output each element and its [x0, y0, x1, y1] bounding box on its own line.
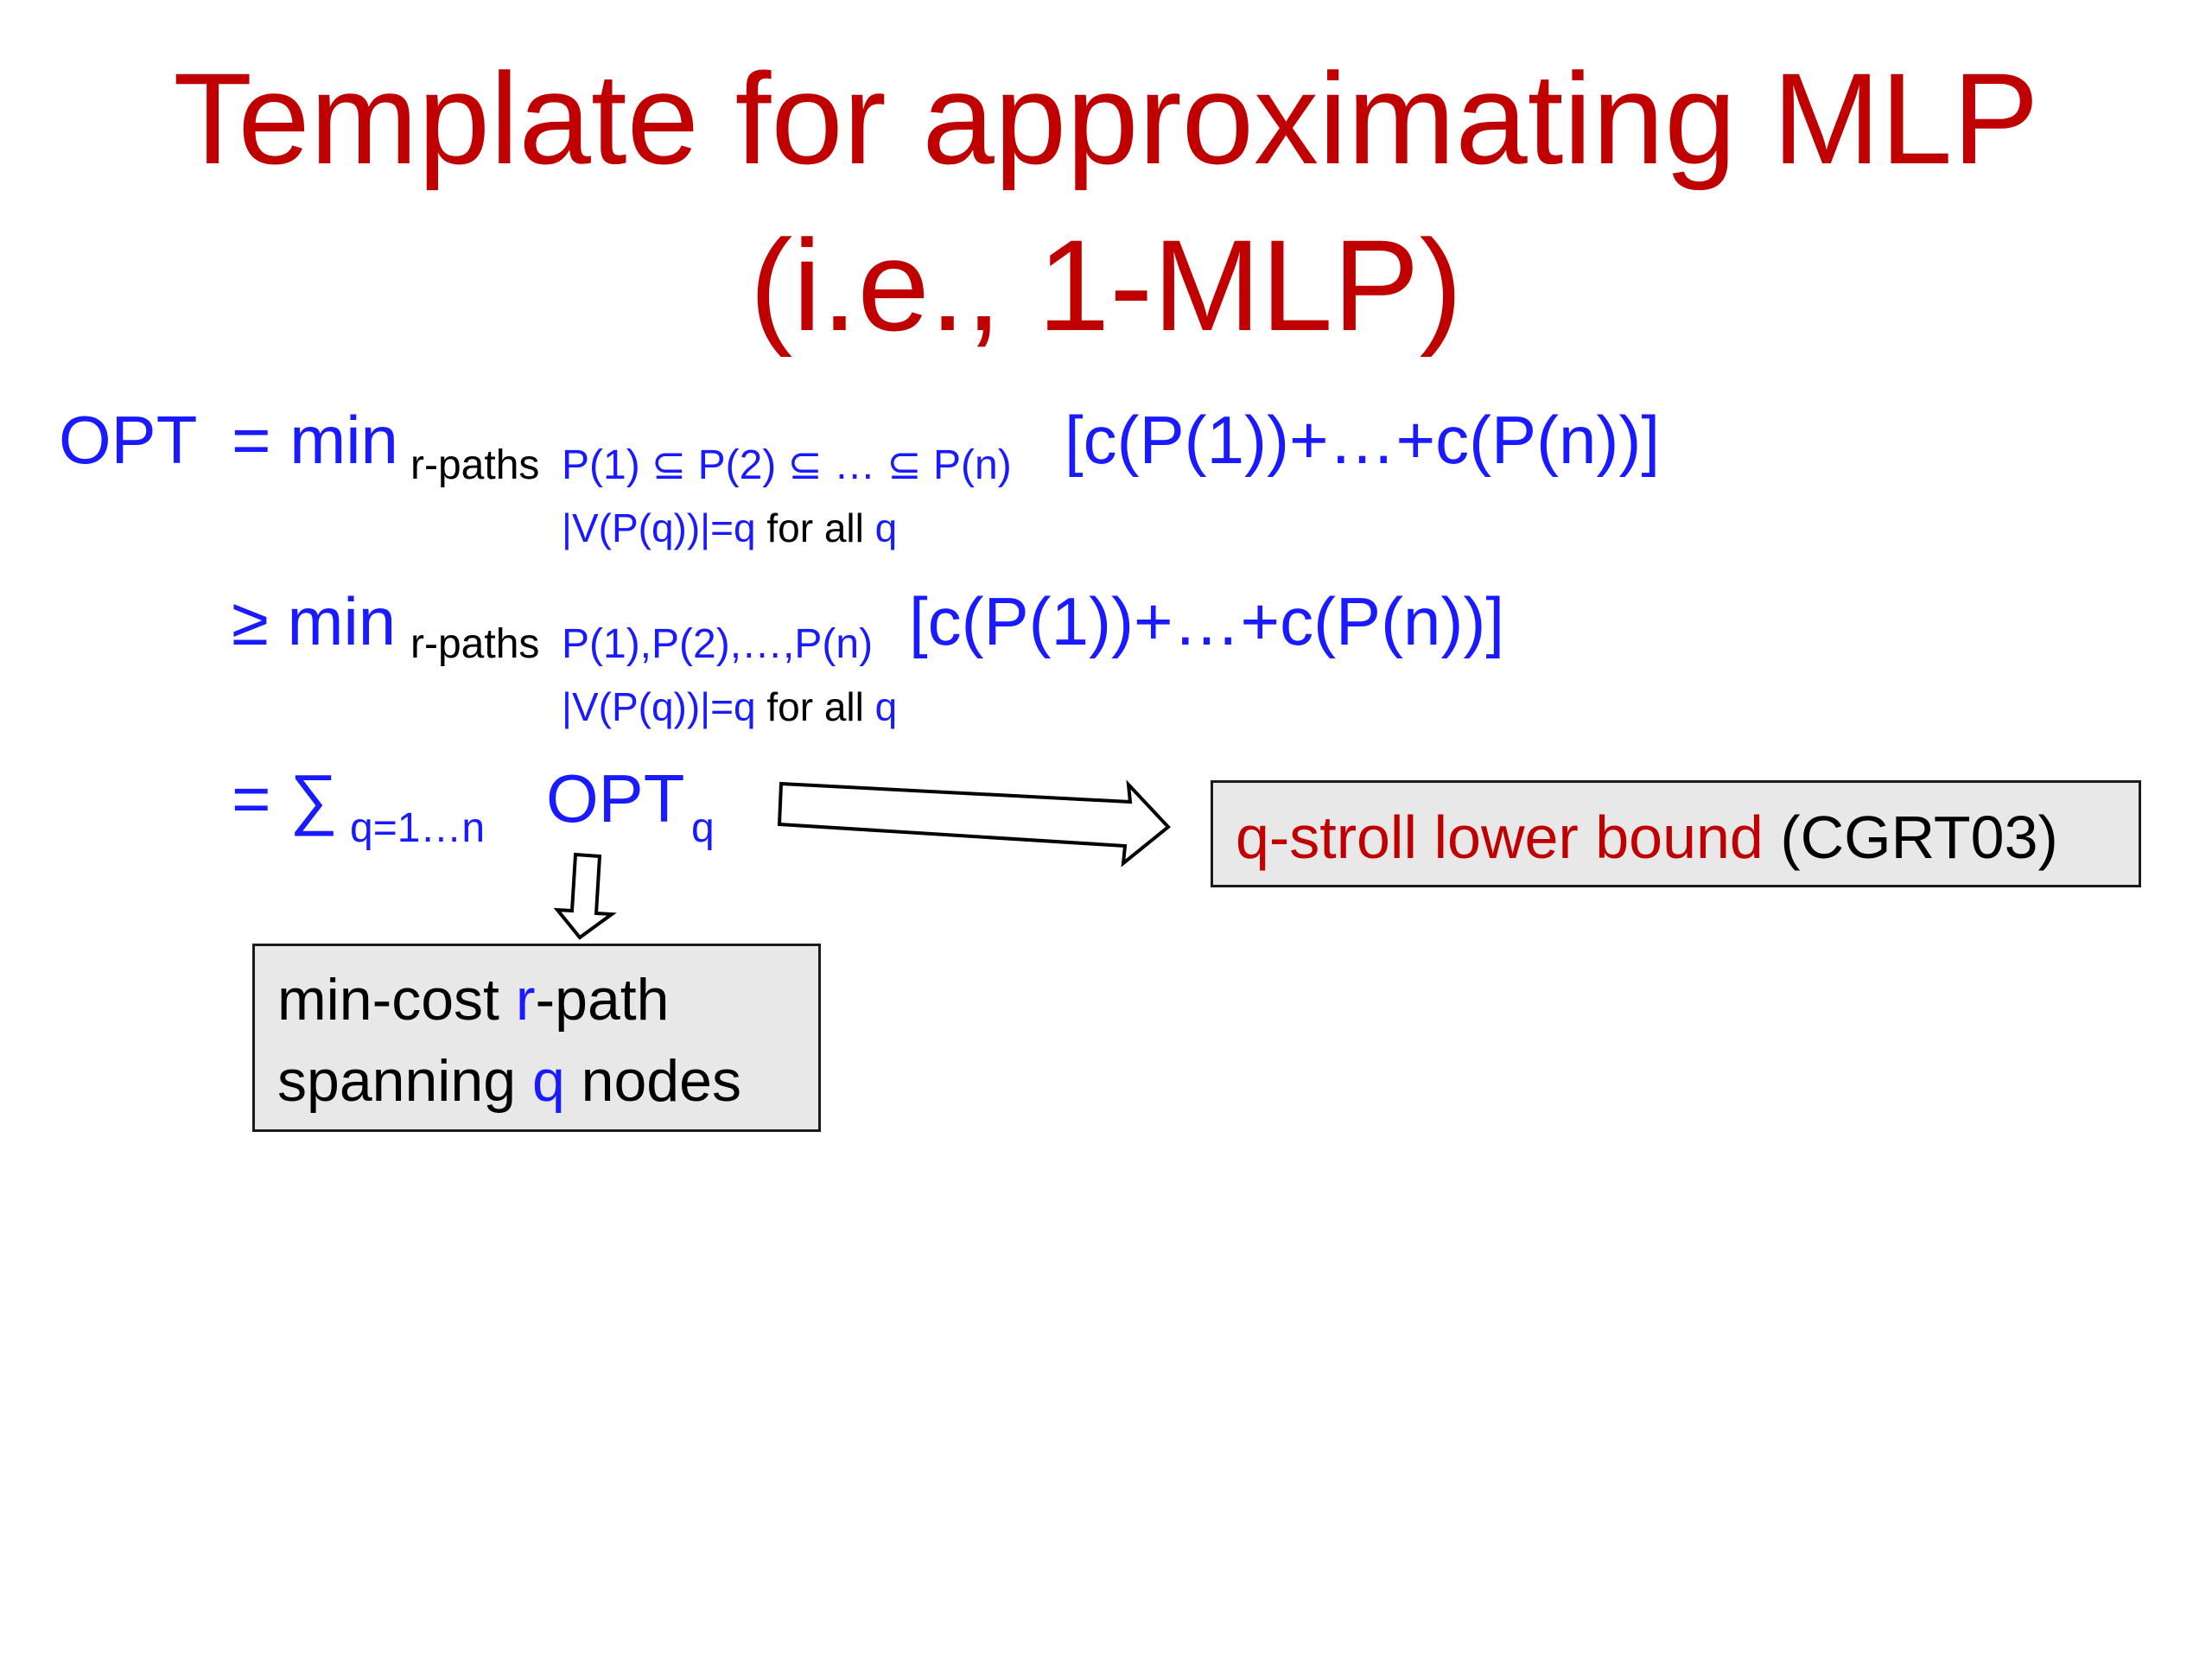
eq2-condition: |V(P(q))|=q for all q	[562, 687, 897, 727]
q-stroll-caption: q-stroll lower bound (CGRT03)	[1236, 807, 2058, 868]
eq2-subscript-rpaths: r-paths	[410, 621, 540, 667]
citation-text: (CGRT03)	[1780, 804, 2058, 871]
eq1-subscript-chain: P(1) ⊆ P(2) ⊆ … ⊆ P(n)	[562, 442, 1012, 488]
eq2-condition-expr: |V(P(q))|=q	[562, 684, 756, 729]
eq2-subscript-seq: P(1),P(2),…,P(n)	[562, 621, 874, 667]
eq3-opt: OPT	[546, 760, 685, 836]
box-line1-r: r	[515, 967, 536, 1033]
eq1-condition-for-all: for all	[766, 505, 864, 550]
eq1-cost-sum: [c(P(1))+…+c(P(n))]	[1065, 402, 1661, 478]
slide-title-line2: (i.e., 1-MLP)	[749, 213, 1463, 358]
eq1-min: = min	[232, 402, 398, 478]
box-line2-post: nodes	[581, 1048, 741, 1114]
box-line-1: min-cost r-path	[277, 970, 670, 1029]
eq3-sum: = ∑	[232, 760, 338, 836]
box-line-2: spanning q nodes	[277, 1052, 741, 1110]
eq1-condition: |V(P(q))|=q for all q	[562, 508, 897, 548]
eq2-min: ≥ min	[232, 583, 397, 659]
opt-label: OPT	[59, 402, 198, 478]
min-cost-rpath-box: min-cost r-path spanning q nodes	[252, 944, 821, 1132]
box-line2-q: q	[531, 1048, 565, 1114]
box-line2-pre: spanning	[277, 1048, 517, 1114]
eq2-condition-for-all: for all	[766, 684, 864, 729]
eq3-opt-subscript: q	[691, 805, 715, 851]
q-stroll-text: q-stroll lower bound	[1236, 804, 1764, 871]
slide-title-line1: Template for approximating MLP	[173, 46, 2039, 191]
eq2-cost-sum: [c(P(1))+…+c(P(n))]	[909, 583, 1505, 659]
right-arrow-icon	[777, 779, 1171, 868]
eq3-sum-range: q=1…n	[350, 805, 486, 851]
box-line1-pre: min-cost	[277, 967, 499, 1033]
eq2-condition-q: q	[874, 684, 898, 729]
q-stroll-lower-bound-box: q-stroll lower bound (CGRT03)	[1211, 780, 2141, 887]
eq1-condition-q: q	[874, 505, 898, 550]
down-arrow-icon	[553, 852, 617, 940]
eq1-condition-expr: |V(P(q))|=q	[562, 505, 756, 550]
box-line1-post: -path	[535, 967, 670, 1033]
eq1-subscript-rpaths: r-paths	[410, 442, 540, 488]
